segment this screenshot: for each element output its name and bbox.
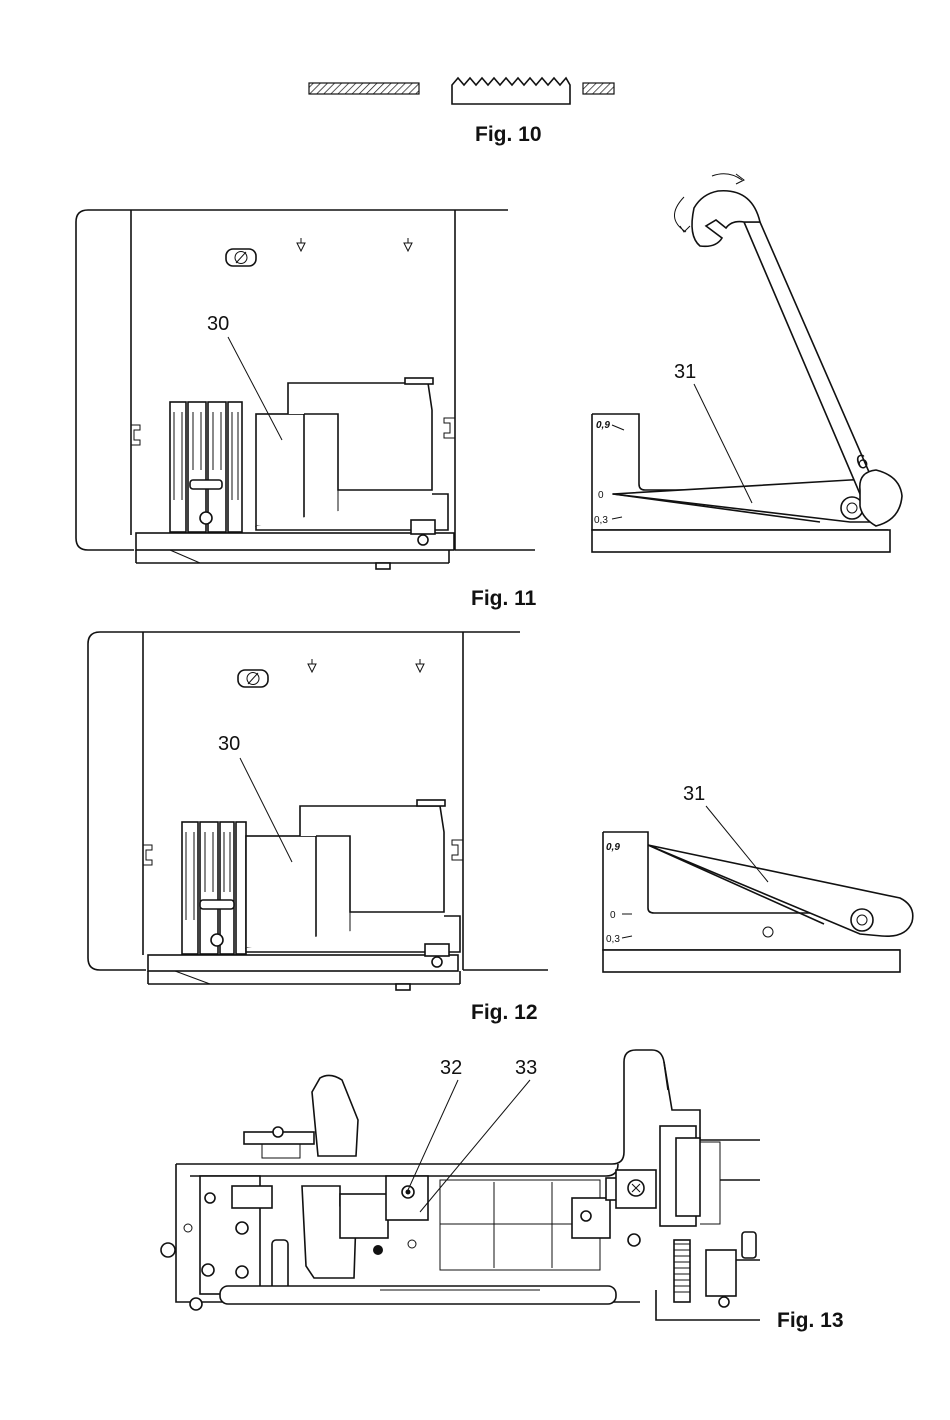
fig12-mark-high: 0,9 — [606, 842, 620, 853]
fig11-mark-zero: 0 — [598, 490, 604, 501]
fig11-label-31: 31 — [674, 361, 696, 383]
fig11-mark-high: 0,9 — [596, 420, 610, 431]
fig12-machine-bed — [88, 632, 548, 990]
fig12-mark-zero: 0 — [610, 910, 616, 921]
fig12-label-31: 31 — [683, 783, 705, 805]
fig13-mechanism — [161, 1050, 760, 1320]
fig12-label-30: 30 — [218, 733, 240, 755]
fig11-machine-bed — [76, 210, 535, 569]
fig12-mark-low: 0,3 — [606, 934, 620, 945]
fig11-caption: Fig. 11 — [471, 587, 537, 610]
fig12-gauge — [603, 832, 913, 972]
fig11-leader-31 — [694, 384, 752, 503]
fig10-cross-section — [309, 78, 614, 104]
fig13-label-33: 33 — [515, 1057, 537, 1079]
fig13-caption: Fig. 13 — [777, 1309, 844, 1332]
fig13-label-32: 32 — [440, 1057, 462, 1079]
fig10-caption: Fig. 10 — [475, 123, 542, 146]
fig11-wrench-icon — [674, 174, 902, 526]
fig11-label-30: 30 — [207, 313, 229, 335]
fig12-caption: Fig. 12 — [471, 1001, 538, 1024]
fig13-leader-32 — [408, 1080, 458, 1190]
fig13-leader-33 — [420, 1080, 530, 1212]
fig11-mark-low: 0,3 — [594, 515, 608, 526]
